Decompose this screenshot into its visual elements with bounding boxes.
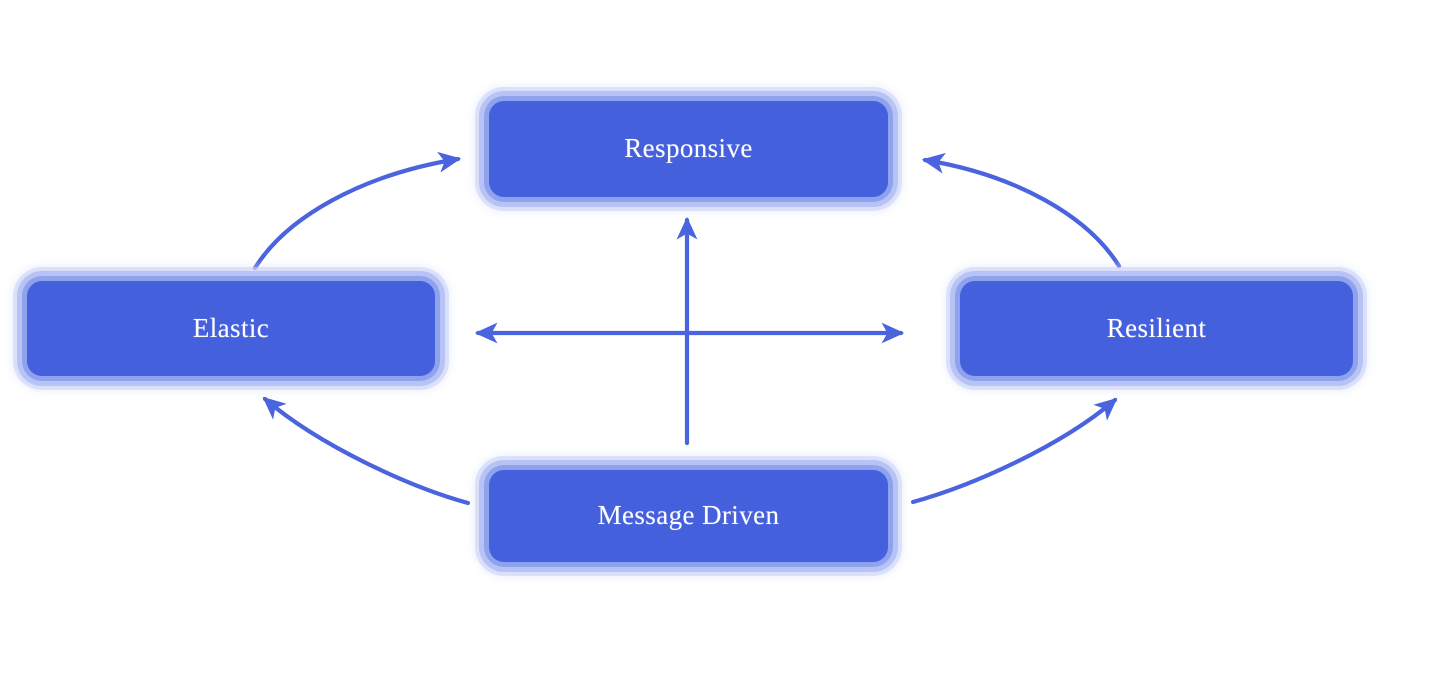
node-elastic[interactable]: Elastic — [27, 281, 435, 376]
node-responsive-label: Responsive — [624, 133, 753, 164]
arrow-message-driven-to-resilient — [910, 397, 1118, 505]
node-resilient-label: Resilient — [1106, 312, 1207, 343]
node-elastic-label: Elastic — [192, 312, 270, 343]
node-message-driven[interactable]: Message Driven — [489, 470, 888, 562]
arrow-elastic-to-responsive — [252, 151, 462, 271]
node-message-driven-label: Message Driven — [597, 500, 780, 531]
node-resilient[interactable]: Resilient — [960, 281, 1353, 376]
arrow-message-driven-to-elastic — [262, 396, 471, 506]
arrow-resilient-to-responsive — [921, 152, 1122, 269]
node-responsive[interactable]: Responsive — [489, 101, 888, 197]
